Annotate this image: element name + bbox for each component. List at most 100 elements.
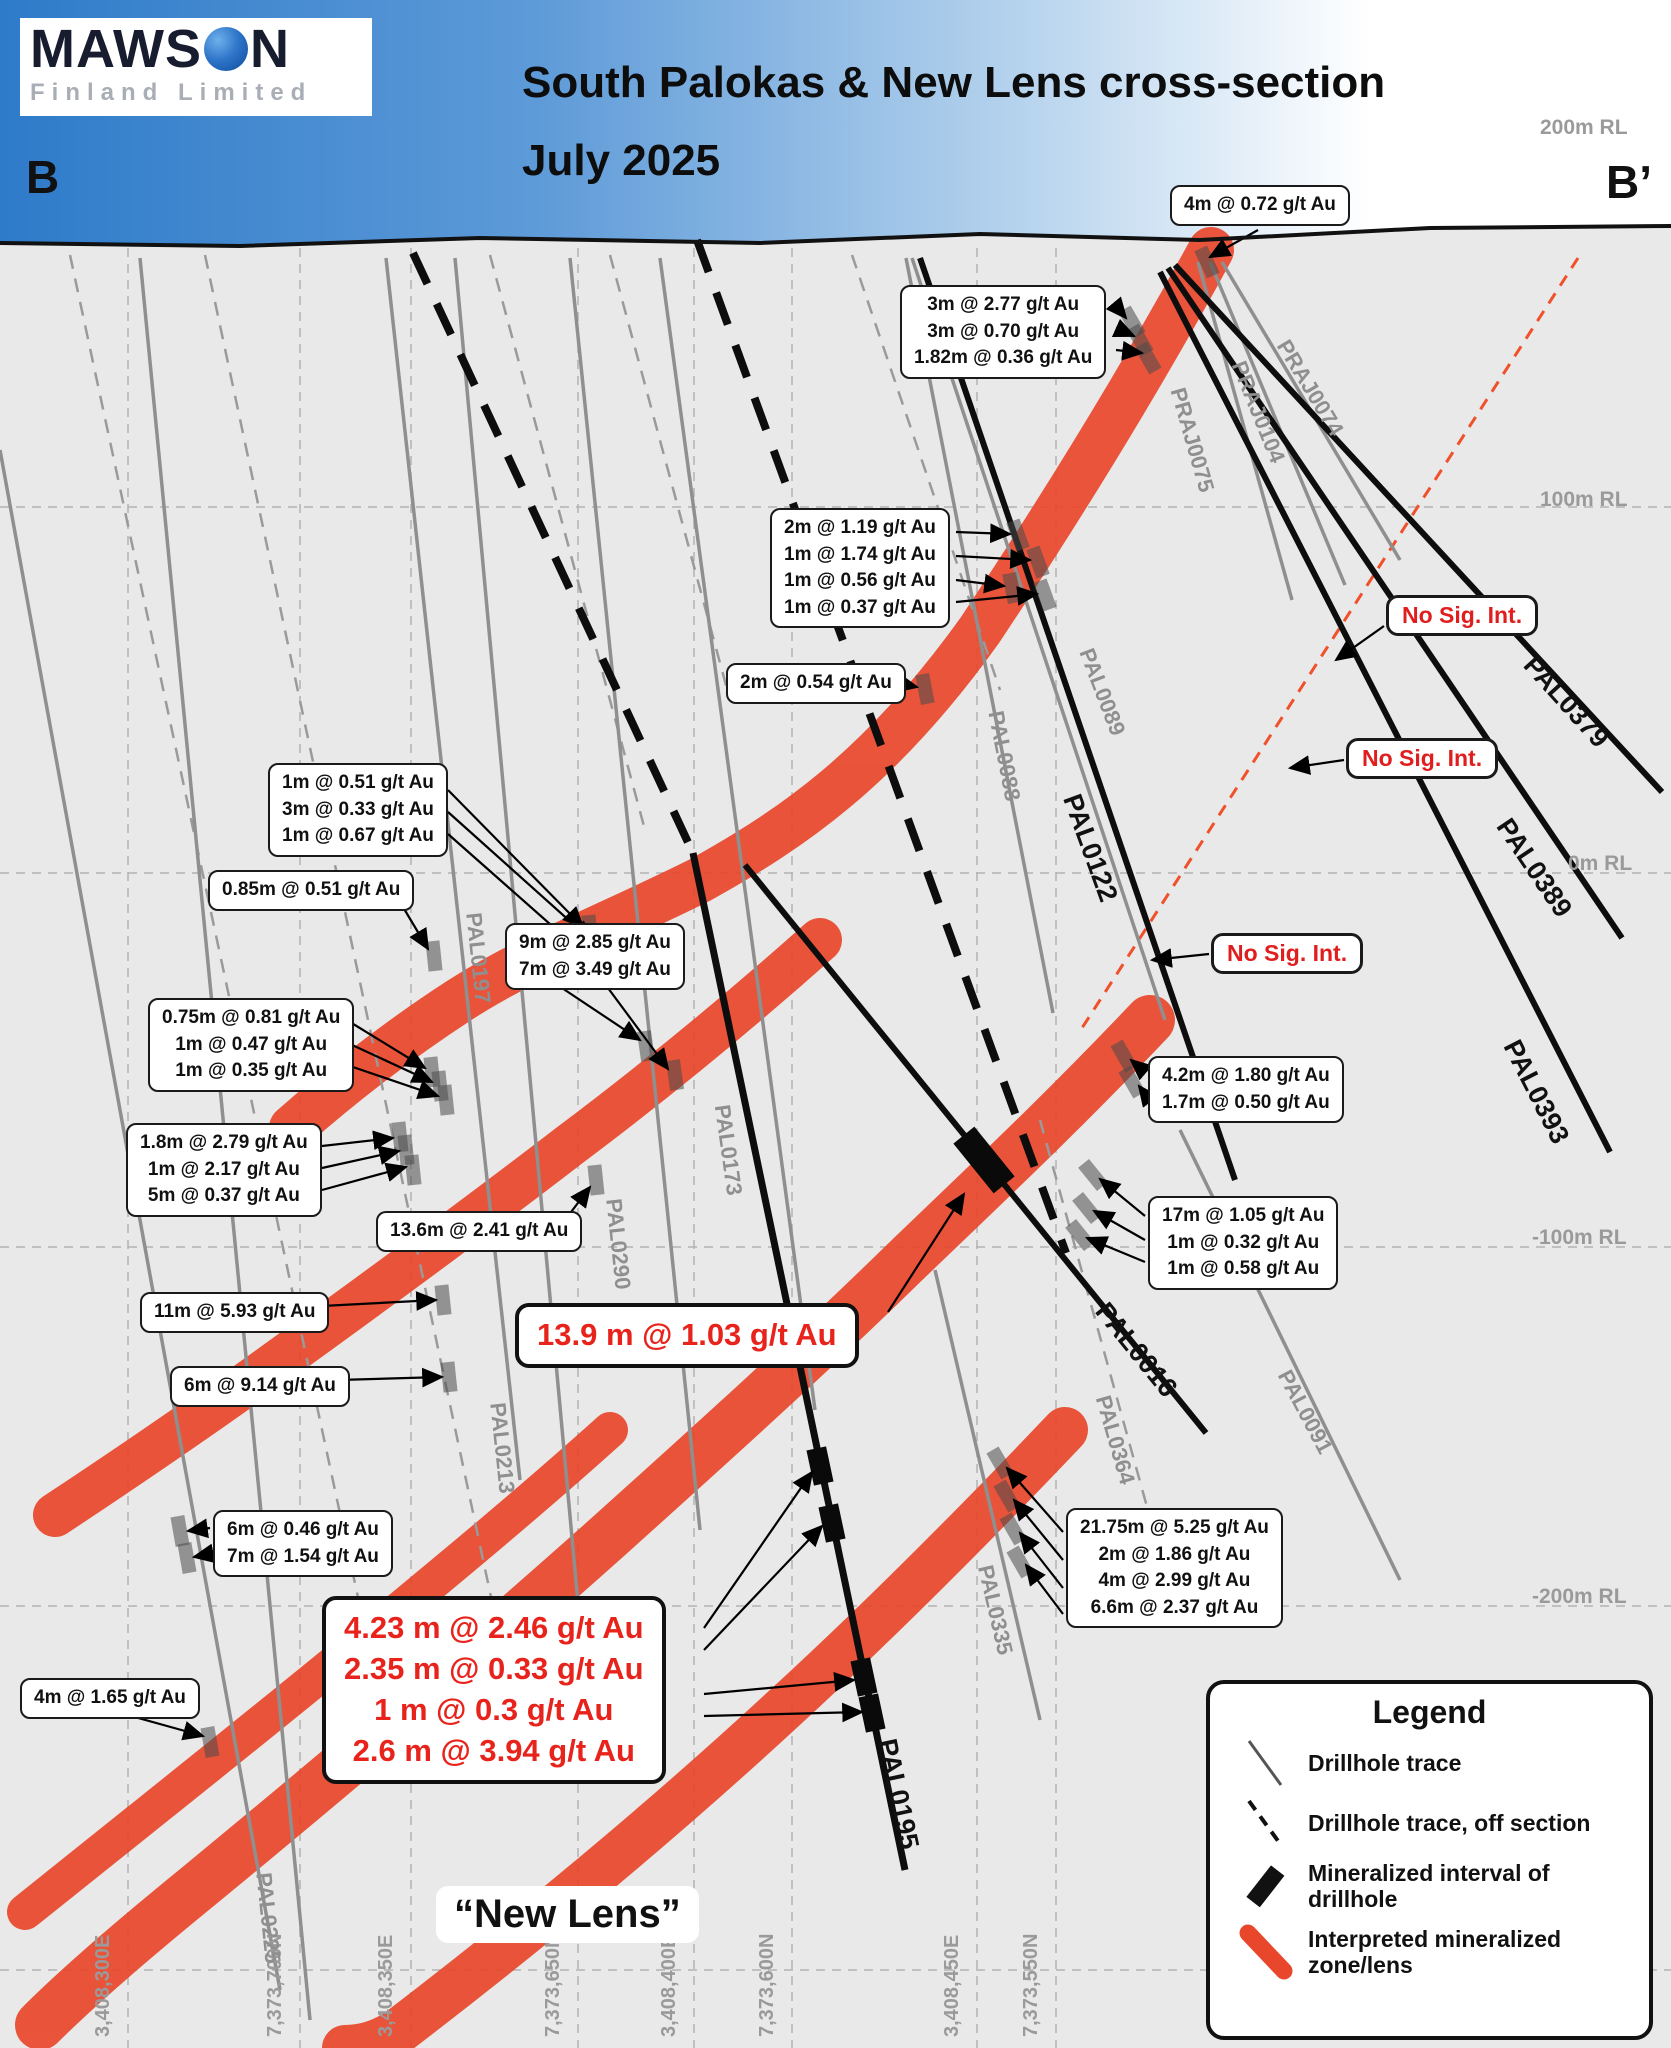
assay-callout: 1.8m @ 2.79 g/t Au 1m @ 2.17 g/t Au 5m @… xyxy=(126,1123,322,1217)
mineralized-interval-icon xyxy=(1224,1855,1308,1917)
assay-callout: 6m @ 0.46 g/t Au 7m @ 1.54 g/t Au xyxy=(213,1510,393,1578)
assay-line: 0.85m @ 0.51 g/t Au xyxy=(222,879,401,900)
assay-line: 1m @ 1.74 g/t Au xyxy=(784,543,936,565)
assay-line: 1m @ 0.56 g/t Au xyxy=(784,570,936,592)
assay-callout: 6m @ 9.14 g/t Au xyxy=(170,1366,350,1407)
mineralized-zone-icon xyxy=(1224,1921,1308,1983)
legend-item: Interpreted mineralized zone/lens xyxy=(1224,1921,1635,1983)
assay-line: 21.75m @ 5.25 g/t Au xyxy=(1080,1517,1269,1538)
assay-callout: 2m @ 1.19 g/t Au 1m @ 1.74 g/t Au 1m @ 0… xyxy=(770,508,950,629)
off-section-structure-line xyxy=(1080,257,1580,1029)
assay-callout: 4.2m @ 1.80 g/t Au 1.7m @ 0.50 g/t Au xyxy=(1148,1056,1344,1124)
legend-item: Drillhole trace xyxy=(1224,1735,1635,1791)
assay-line: 7m @ 3.49 g/t Au xyxy=(519,958,671,980)
assay-line: 1.8m @ 2.79 g/t Au xyxy=(140,1132,308,1153)
highlight-line: 2.35 m @ 0.33 g/t Au xyxy=(344,1650,644,1686)
logo-wordmark: MAWS N xyxy=(30,22,362,76)
assay-callout: 4m @ 1.65 g/t Au xyxy=(20,1678,200,1719)
new-lens-label: “New Lens” xyxy=(436,1886,699,1943)
assay-line: 2m @ 1.86 g/t Au xyxy=(1098,1543,1251,1565)
section-marker-right: B’ xyxy=(1606,156,1652,208)
coord-label: 3,408,450E xyxy=(941,1934,963,2037)
figure-title-line2: July 2025 xyxy=(522,136,721,185)
highlight-line: 1 m @ 0.3 g/t Au xyxy=(374,1691,614,1727)
assay-callout: 9m @ 2.85 g/t Au 7m @ 3.49 g/t Au xyxy=(505,923,685,991)
assay-callout: 0.85m @ 0.51 g/t Au xyxy=(208,870,415,911)
logo-globe-icon xyxy=(204,27,248,71)
coord-label: 7,373,650N xyxy=(542,1933,564,2037)
black-interval-markers xyxy=(806,1126,1015,1733)
legend-item-label: Interpreted mineralized zone/lens xyxy=(1308,1925,1562,1978)
figure-title-line1: South Palokas & New Lens cross-section xyxy=(522,58,1386,107)
logo: MAWS N Finland Limited xyxy=(20,18,372,116)
rl-label: -100m RL xyxy=(1532,1226,1627,1249)
coord-label: 7,373,600N xyxy=(756,1933,778,2037)
highlight-line: 4.23 m @ 2.46 g/t Au xyxy=(344,1610,644,1645)
assay-line: 0.75m @ 0.81 g/t Au xyxy=(162,1007,341,1028)
highlight-interval: 13.9 m @ 1.03 g/t Au xyxy=(515,1303,859,1368)
assay-line: 2m @ 1.19 g/t Au xyxy=(784,517,936,538)
assay-line: 6m @ 0.46 g/t Au xyxy=(227,1519,379,1540)
assay-callout: 0.75m @ 0.81 g/t Au 1m @ 0.47 g/t Au 1m … xyxy=(148,998,355,1092)
highlight-line: 2.6 m @ 3.94 g/t Au xyxy=(352,1732,635,1768)
coord-label: 3,408,350E xyxy=(375,1934,397,2037)
rl-label: -200m RL xyxy=(1532,1585,1627,1608)
legend-item: Mineralized interval of drillhole xyxy=(1224,1855,1635,1917)
assay-line: 1m @ 0.32 g/t Au xyxy=(1167,1231,1320,1253)
assay-line: 2m @ 0.54 g/t Au xyxy=(740,672,892,693)
rl-label: 0m RL xyxy=(1568,852,1633,875)
annotation-arrows xyxy=(123,229,1385,1741)
assay-line: 4m @ 0.72 g/t Au xyxy=(1184,194,1336,215)
legend-item: Drillhole trace, off section xyxy=(1224,1795,1635,1851)
assay-line: 1m @ 0.58 g/t Au xyxy=(1167,1258,1320,1280)
assay-callout: 21.75m @ 5.25 g/t Au 2m @ 1.86 g/t Au 4m… xyxy=(1066,1508,1283,1629)
legend-title: Legend xyxy=(1372,1694,1487,1730)
assay-callout: 17m @ 1.05 g/t Au 1m @ 0.32 g/t Au 1m @ … xyxy=(1148,1196,1339,1290)
logo-text-left: MAWS xyxy=(30,19,202,79)
assay-line: 4.2m @ 1.80 g/t Au xyxy=(1162,1065,1330,1086)
assay-line: 3m @ 2.77 g/t Au xyxy=(927,294,1080,315)
drillhole-trace-off-section-icon xyxy=(1224,1795,1308,1851)
black-dashed-traces xyxy=(409,238,1070,1255)
assay-callout: 4m @ 0.72 g/t Au xyxy=(1170,185,1350,226)
assay-line: 9m @ 2.85 g/t Au xyxy=(519,932,671,953)
no-sig-int-label: No Sig. Int. xyxy=(1386,595,1539,636)
coord-label: 3,408,400E xyxy=(658,1934,680,2037)
assay-line: 4m @ 2.99 g/t Au xyxy=(1098,1570,1251,1592)
assay-line: 7m @ 1.54 g/t Au xyxy=(227,1545,379,1567)
assay-line: 17m @ 1.05 g/t Au xyxy=(1162,1205,1325,1226)
large-mineralized-interval xyxy=(953,1126,1015,1194)
assay-callout: 11m @ 5.93 g/t Au xyxy=(140,1292,330,1333)
assay-line: 1m @ 0.37 g/t Au xyxy=(784,596,936,618)
coord-label: 7,373,550N xyxy=(1020,1933,1042,2037)
coord-label: 3,408,300E xyxy=(92,1934,114,2037)
assay-callout: 1m @ 0.51 g/t Au 3m @ 0.33 g/t Au 1m @ 0… xyxy=(268,763,448,857)
assay-line: 11m @ 5.93 g/t Au xyxy=(154,1301,316,1322)
assay-line: 3m @ 0.33 g/t Au xyxy=(282,798,434,820)
assay-line: 5m @ 0.37 g/t Au xyxy=(147,1185,300,1207)
assay-line: 1m @ 0.67 g/t Au xyxy=(282,825,434,847)
highlight-interval-group: 4.23 m @ 2.46 g/t Au 2.35 m @ 0.33 g/t A… xyxy=(322,1596,666,1784)
logo-subtitle: Finland Limited xyxy=(30,79,313,106)
assay-line: 1m @ 2.17 g/t Au xyxy=(147,1158,300,1180)
assay-callout: 2m @ 0.54 g/t Au xyxy=(726,663,906,704)
surface-line xyxy=(0,224,1671,249)
assay-line: 6.6m @ 2.37 g/t Au xyxy=(1090,1596,1259,1618)
section-marker-left: B xyxy=(26,151,60,203)
assay-line: 1.7m @ 0.50 g/t Au xyxy=(1162,1091,1330,1113)
legend-item-label: Drillhole trace, off section xyxy=(1308,1809,1591,1836)
legend-item-label: Mineralized interval of drillhole xyxy=(1308,1859,1550,1912)
no-sig-int-label: No Sig. Int. xyxy=(1211,933,1364,974)
drillhole-trace-icon xyxy=(1224,1735,1308,1791)
assay-line: 1m @ 0.47 g/t Au xyxy=(175,1033,328,1055)
assay-line: 13.6m @ 2.41 g/t Au xyxy=(390,1220,569,1241)
assay-line: 3m @ 0.70 g/t Au xyxy=(927,320,1080,342)
assay-line: 6m @ 9.14 g/t Au xyxy=(184,1375,336,1396)
assay-line: 1m @ 0.35 g/t Au xyxy=(175,1060,328,1082)
no-sig-int-label: No Sig. Int. xyxy=(1346,738,1499,779)
rl-label: 200m RL xyxy=(1540,116,1628,139)
legend-item-label: Drillhole trace xyxy=(1308,1749,1462,1776)
assay-line: 1m @ 0.51 g/t Au xyxy=(282,772,434,793)
logo-text-right: N xyxy=(250,19,290,79)
